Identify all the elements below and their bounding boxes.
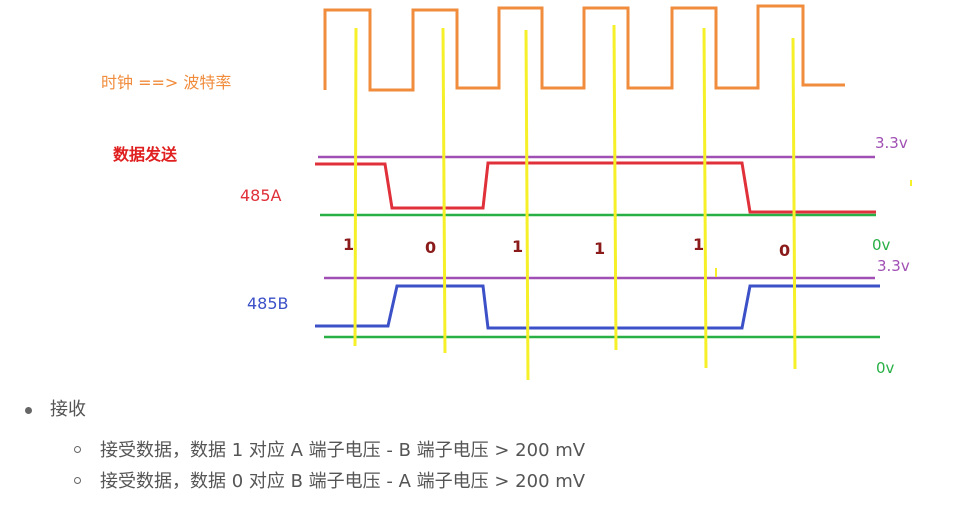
bit-label: 1	[343, 235, 354, 254]
sample-line-2	[441, 27, 447, 354]
b-high-voltage-label: 3.3v	[877, 257, 910, 275]
sample-line-6	[791, 37, 797, 370]
receive-heading: 接收	[22, 395, 942, 425]
sample-line-3	[524, 29, 530, 381]
clock-waveform	[323, 4, 845, 92]
clock-label: 时钟 ==> 波特率	[101, 73, 231, 92]
bit-label: 0	[425, 238, 436, 257]
signal-b-waveform	[315, 284, 880, 330]
send-title: 数据发送	[113, 145, 178, 164]
timing-diagram: 时钟 ==> 波特率 数据发送 3.3v 0v 485A 3.3v 0v 485…	[101, 4, 912, 381]
b-low-voltage-label: 0v	[876, 359, 895, 377]
list-item: 接受数据，数据 0 对应 B 端子电压 - A 端子电压 > 200 mV	[22, 466, 942, 497]
line-a-label: 485A	[240, 186, 282, 205]
bit-label: 1	[512, 237, 523, 256]
list-item: 接受数据，数据 1 对应 A 端子电压 - B 端子电压 > 200 mV	[22, 435, 942, 466]
bit-label: 1	[693, 235, 704, 254]
bit-label: 1	[594, 239, 605, 258]
receive-section: 接收 接受数据，数据 1 对应 A 端子电压 - B 端子电压 > 200 mV…	[22, 395, 942, 497]
bit-label: 0	[779, 241, 790, 260]
a-low-voltage-label: 0v	[872, 236, 891, 254]
sample-line-1	[353, 27, 358, 347]
sample-line-5	[702, 27, 708, 369]
line-b-label: 485B	[247, 294, 289, 313]
receive-list: 接受数据，数据 1 对应 A 端子电压 - B 端子电压 > 200 mV 接受…	[22, 435, 942, 497]
signal-a-waveform	[315, 161, 876, 214]
a-high-voltage-label: 3.3v	[875, 134, 908, 152]
sample-line-4	[612, 24, 618, 351]
